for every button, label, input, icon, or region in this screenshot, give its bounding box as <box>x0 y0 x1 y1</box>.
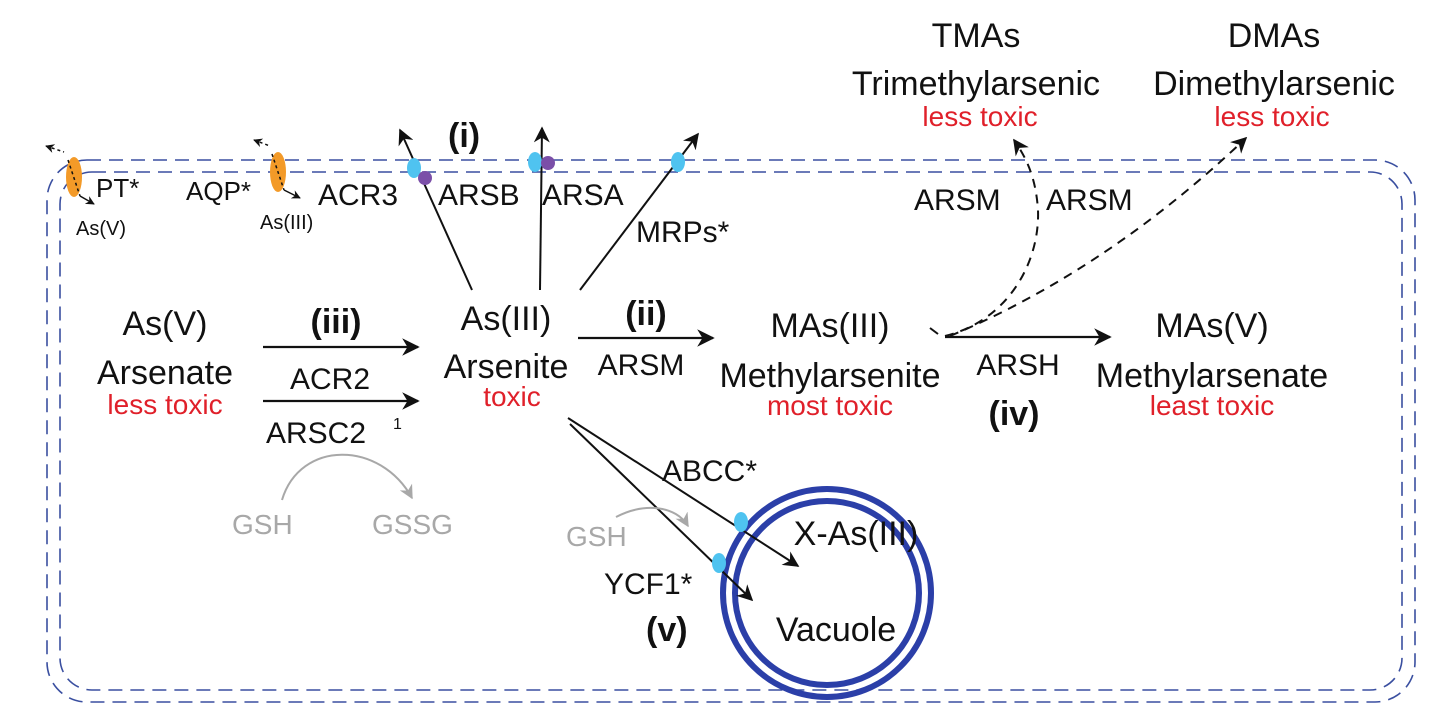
arsa-label: ARSA <box>542 179 624 212</box>
step-iii-label: (iii) <box>311 303 362 341</box>
acr3-transporter-icon <box>407 158 421 178</box>
efflux-arrow-arsb <box>533 126 550 291</box>
pt-channel-icon <box>45 144 95 205</box>
gsh-vacuole-arrow <box>615 506 689 528</box>
methylarsenite-name: Methylarsenite <box>719 357 940 395</box>
step-iv-label: (iv) <box>989 395 1040 433</box>
gssg-label: GSSG <box>372 509 453 540</box>
arrow-arsm-to-tmas <box>944 138 1040 337</box>
arsc2-superscript: 1 <box>393 416 402 433</box>
methylarsenate-toxicity: least toxic <box>1150 390 1275 421</box>
dmas-formula: DMAs <box>1228 17 1321 55</box>
tmas-name: Trimethylarsenic <box>852 65 1100 103</box>
vacuole-label: Vacuole <box>776 611 896 649</box>
arsenite-formula: As(III) <box>461 300 552 338</box>
gsh-to-gssg-arrow <box>281 453 413 501</box>
acr3-partner-icon <box>418 171 432 185</box>
arsb-transporter-icon <box>528 152 542 172</box>
methylarsenate-name: Methylarsenate <box>1096 357 1328 395</box>
dmas-toxicity: less toxic <box>1214 101 1329 132</box>
ycf1-transporter-icon <box>712 553 726 573</box>
tmas-toxicity: less toxic <box>922 101 1037 132</box>
cell-membrane-inner <box>59 171 1403 691</box>
gsh-left-label: GSH <box>232 509 293 540</box>
methylarsenite-toxicity: most toxic <box>767 390 893 421</box>
vacuole-inner-ring <box>732 498 922 688</box>
aqp-channel-icon <box>253 138 301 199</box>
tmas-formula: TMAs <box>932 17 1021 55</box>
mrps-transporter-icon <box>671 152 685 172</box>
arsh-tick <box>929 327 939 335</box>
vacuole-complex-label: X-As(III) <box>794 515 919 553</box>
aqp-label: AQP* <box>186 176 251 206</box>
arsh-label: ARSH <box>976 349 1059 382</box>
ycf1-label: YCF1* <box>604 568 693 601</box>
dmas-name: Dimethylarsenic <box>1153 65 1395 103</box>
arsc2-label: ARSC2 <box>266 417 366 450</box>
acr2-label: ACR2 <box>290 363 370 396</box>
pt-label: PT* <box>96 173 139 203</box>
mrps-label: MRPs* <box>636 216 730 249</box>
methylarsenate-formula: MAs(V) <box>1155 307 1268 345</box>
arsm-right-label: ARSM <box>1046 184 1133 217</box>
arrow-arsm-to-dmas <box>949 136 1248 337</box>
vacuole-outer-ring <box>720 486 934 700</box>
step-v-label: (v) <box>646 611 688 649</box>
abcc-label: ABCC* <box>662 455 757 488</box>
arsenite-toxicity: toxic <box>483 381 541 412</box>
abcc-transporter-icon <box>734 512 748 532</box>
arsenate-toxicity: less toxic <box>107 389 222 420</box>
arsm-left-label: ARSM <box>914 184 1001 217</box>
arrow-to-vacuole-complex <box>567 417 800 567</box>
arsenate-formula: As(V) <box>123 305 208 343</box>
methylarsenite-formula: MAs(III) <box>771 307 890 345</box>
efflux-arrow-acr3 <box>398 128 473 291</box>
gsh-vacuole-label: GSH <box>566 521 627 552</box>
arsb-label: ARSB <box>438 179 520 212</box>
arsenite-name: Arsenite <box>444 348 569 386</box>
cell-membrane-outer <box>46 159 1416 703</box>
acr3-label: ACR3 <box>318 179 398 212</box>
step-i-label: (i) <box>448 117 480 155</box>
arsenate-name: Arsenate <box>97 354 233 392</box>
step-ii-label: (ii) <box>625 295 667 333</box>
pt-substrate-label: As(V) <box>76 218 126 240</box>
arsm-main-label: ARSM <box>598 349 685 382</box>
aqp-substrate-label: As(III) <box>260 212 313 234</box>
arsa-partner-icon <box>541 156 555 170</box>
